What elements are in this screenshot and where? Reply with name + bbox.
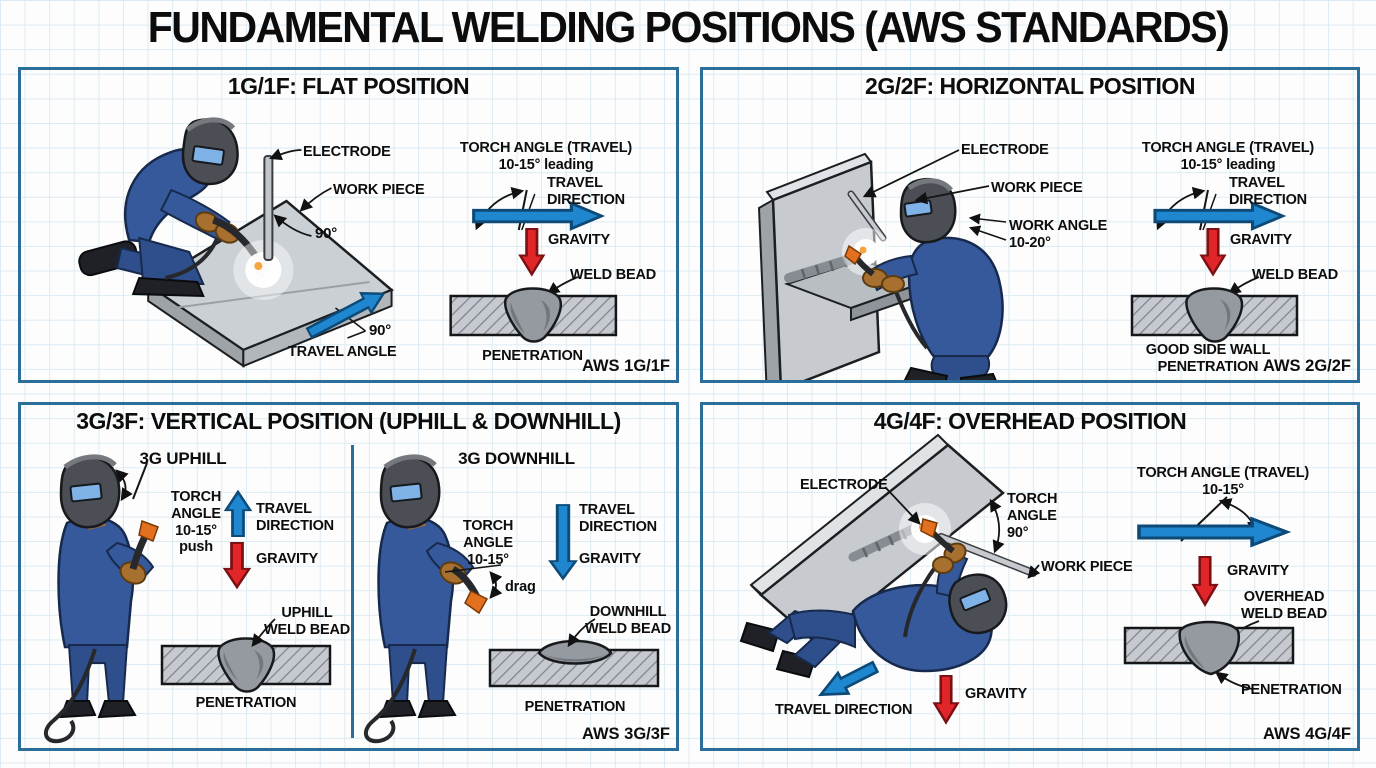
panel-vertical-header: 3G/3F: VERTICAL POSITION (UPHILL & DOWNH… bbox=[76, 408, 621, 434]
work-piece-label: WORK PIECE bbox=[1041, 559, 1133, 575]
gravity-left-label: GRAVITY bbox=[965, 686, 1027, 702]
travel-direction-arrow-left bbox=[814, 655, 882, 707]
downhill-travel-direction-label: TRAVEL DIRECTION bbox=[579, 502, 657, 535]
welder-figure-lying bbox=[739, 542, 1008, 679]
flat-position-illustration bbox=[78, 117, 618, 368]
gravity-label: GRAVITY bbox=[548, 232, 610, 248]
panel-overhead-header: 4G/4F: OVERHEAD POSITION bbox=[873, 408, 1187, 434]
welder-figure-kneeling bbox=[78, 117, 240, 298]
helmet-visor bbox=[959, 587, 991, 612]
welding-torch bbox=[920, 518, 955, 554]
gravity-label: GRAVITY bbox=[1230, 232, 1292, 248]
electrode-label: ELECTRODE bbox=[961, 142, 1049, 158]
weld-bead-label: OVERHEAD WELD BEAD bbox=[1240, 589, 1327, 622]
panel-flat-position: 1G/1F: FLAT POSITION ELECTRODE WORK PIEC… bbox=[18, 67, 679, 383]
torch-angle-arc-uphill bbox=[115, 462, 148, 502]
electrode-rod bbox=[263, 155, 274, 261]
work-angle-label: WORK ANGLE 10-20° bbox=[1009, 218, 1108, 251]
weld-bead-cross-section-uphill bbox=[160, 637, 332, 693]
torch-angle-label: TORCH ANGLE (TRAVEL) 10-15° leading bbox=[1141, 140, 1315, 173]
gravity-arrow bbox=[1192, 555, 1218, 606]
work-piece-label: WORK PIECE bbox=[333, 182, 425, 198]
welding-torch-downhill bbox=[451, 565, 489, 615]
torch-angle-arc-left bbox=[989, 498, 1005, 554]
travel-angle-value: 90° bbox=[369, 322, 392, 339]
welding-glove bbox=[932, 556, 954, 574]
leader-line bbox=[567, 618, 596, 648]
weld-bead-shape bbox=[1185, 287, 1244, 343]
downhill-weld-bead-label: DOWNHILL WELD BEAD bbox=[584, 604, 671, 637]
panel-overhead-position: 4G/4F: OVERHEAD POSITION ELECTRODE TORCH… bbox=[700, 402, 1360, 751]
torch-angle-left-label: TORCH ANGLE 90° bbox=[1007, 491, 1058, 541]
welder-figure-uphill bbox=[46, 457, 153, 741]
uphill-penetration-label: PENETRATION bbox=[195, 695, 297, 711]
vertical-position-illustration bbox=[21, 405, 660, 748]
torch-angle-label: TORCH ANGLE (TRAVEL) 10-15° leading bbox=[459, 140, 633, 173]
penetration-label: PENETRATION bbox=[482, 348, 583, 364]
aws-badge-vertical: AWS 3G/3F bbox=[581, 725, 670, 743]
panel-vertical-position: 3G/3F: VERTICAL POSITION (UPHILL & DOWNH… bbox=[18, 402, 679, 751]
helmet-visor bbox=[903, 199, 933, 218]
uphill-travel-direction-label: TRAVEL DIRECTION bbox=[256, 501, 334, 534]
horizontal-position-illustration bbox=[757, 149, 1299, 380]
leader-lines bbox=[884, 486, 1260, 690]
gravity-label: GRAVITY bbox=[1227, 563, 1289, 579]
travel-direction-arrow-down bbox=[548, 503, 578, 580]
weld-bead-cross-section bbox=[1123, 620, 1295, 676]
leader-lines bbox=[862, 149, 1260, 295]
weld-bead-cross-section-downhill bbox=[488, 639, 660, 688]
downhill-gravity-label: GRAVITY bbox=[579, 551, 641, 567]
torch-angle-arc-downhill bbox=[444, 564, 503, 599]
penetration-label: GOOD SIDE WALL PENETRATION bbox=[1145, 342, 1271, 375]
penetration-label: PENETRATION bbox=[1241, 682, 1342, 698]
downhill-torch-angle-label: TORCH ANGLE 10-15° bbox=[462, 518, 514, 568]
uphill-subtitle: 3G UPHILL bbox=[139, 449, 227, 468]
work-piece-label: WORK PIECE bbox=[991, 180, 1083, 196]
uphill-gravity-label: GRAVITY bbox=[256, 551, 318, 567]
travel-angle-label: TRAVEL ANGLE bbox=[288, 344, 397, 360]
travel-direction-label: TRAVEL DIRECTION bbox=[1229, 175, 1307, 208]
electrode-rod bbox=[847, 190, 887, 242]
uphill-torch-angle-label: TORCH ANGLE 10-15° push bbox=[170, 489, 222, 556]
downhill-drag-label: drag bbox=[505, 579, 536, 595]
travel-direction-label: TRAVEL DIRECTION bbox=[547, 175, 625, 208]
travel-direction-label: TRAVEL DIRECTION bbox=[775, 702, 913, 718]
overhead-position-illustration bbox=[739, 433, 1295, 724]
weld-bead-label: WELD BEAD bbox=[570, 267, 657, 283]
helmet-visor bbox=[191, 145, 225, 166]
gravity-arrow-left bbox=[933, 674, 959, 724]
weld-bead-label: WELD BEAD bbox=[1252, 267, 1339, 283]
travel-direction-arrow bbox=[1137, 516, 1289, 548]
aws-badge-overhead: AWS 4G/4F bbox=[1262, 725, 1351, 743]
electrode-angle-arc bbox=[273, 214, 312, 237]
weld-bead-cross-section bbox=[1130, 287, 1299, 343]
aws-badge-flat: AWS 1G/1F bbox=[581, 357, 670, 375]
uphill-weld-bead-label: UPHILL WELD BEAD bbox=[263, 605, 350, 638]
welder-figure-crouching bbox=[862, 178, 1004, 380]
downhill-penetration-label: PENETRATION bbox=[524, 699, 626, 715]
panel-horizontal-header: 2G/2F: HORIZONTAL POSITION bbox=[865, 73, 1195, 99]
electrode-label: ELECTRODE bbox=[800, 477, 888, 493]
welding-torch bbox=[844, 244, 875, 277]
torch-cable bbox=[164, 237, 220, 280]
weld-bead-cross-section bbox=[449, 287, 618, 343]
aws-badge-horizontal: AWS 2G/2F bbox=[1262, 357, 1351, 375]
gravity-arrow bbox=[518, 227, 545, 276]
downhill-subtitle: 3G DOWNHILL bbox=[458, 449, 575, 468]
welding-glove bbox=[881, 275, 905, 293]
welder-figure-downhill bbox=[366, 457, 473, 741]
panel-horizontal-position: 2G/2F: HORIZONTAL POSITION ELECTRODE WOR… bbox=[700, 67, 1360, 383]
weld-glow bbox=[233, 240, 294, 300]
panel-flat-header: 1G/1F: FLAT POSITION bbox=[227, 73, 470, 99]
weld-bead-shape bbox=[1178, 620, 1241, 676]
electrode-label: ELECTRODE bbox=[303, 144, 391, 160]
torch-angle-label: TORCH ANGLE (TRAVEL) 10-15° bbox=[1136, 465, 1310, 498]
weld-bead-shape bbox=[503, 287, 562, 343]
gravity-arrow bbox=[1200, 227, 1226, 276]
leader-line bbox=[251, 618, 276, 648]
electrode-angle-label: 90° bbox=[315, 225, 338, 242]
uphill-downhill-divider bbox=[351, 445, 354, 738]
page-title: FUNDAMENTAL WELDING POSITIONS (AWS STAND… bbox=[147, 2, 1230, 52]
welding-torch-uphill bbox=[129, 519, 159, 570]
